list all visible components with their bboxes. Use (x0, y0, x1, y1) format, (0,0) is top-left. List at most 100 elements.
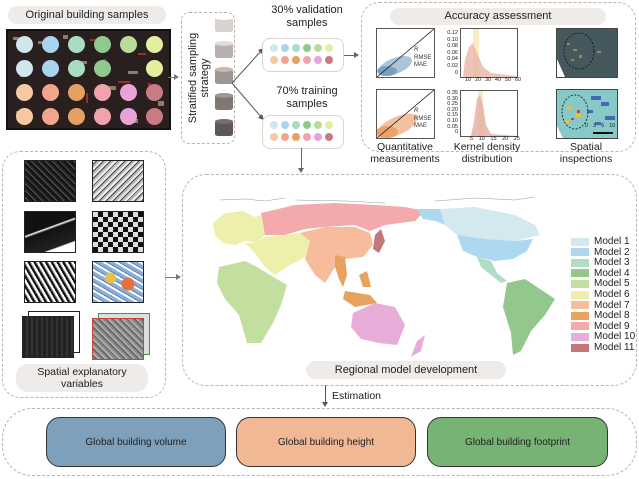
kde-plot-bottom (460, 90, 518, 137)
tick-label: 20 (502, 136, 509, 142)
sample-circle (68, 60, 85, 77)
tick-label: 15 (490, 136, 497, 142)
variable-tile (24, 261, 76, 303)
caption-kernel: Kernel density distribution (453, 141, 521, 166)
legend-item: Model 8 (571, 310, 630, 321)
arrowhead (176, 274, 181, 280)
sampling-strategy-label: Stratified sampling strategy (187, 32, 212, 124)
accuracy-title: Accuracy assessment (390, 8, 606, 25)
legend-item: Model 1 (571, 236, 630, 247)
arrowhead (298, 168, 304, 173)
kde-curves (463, 29, 517, 77)
metric-r: R (414, 108, 419, 114)
legend-item: Model 3 (571, 257, 630, 268)
arrowhead (174, 74, 179, 80)
sample-circle (16, 108, 33, 125)
stratum-cylinder (215, 69, 233, 84)
sample-dot (303, 56, 311, 64)
stratum-cylinder (215, 43, 233, 58)
kde-curves (471, 91, 517, 136)
spatial-heatmap (557, 90, 617, 138)
output-label: Global building height (277, 436, 375, 448)
arrow-estimation (325, 385, 326, 403)
region-south-america (503, 279, 555, 355)
scatter-points (377, 29, 434, 77)
arrowhead (354, 52, 359, 58)
legend-swatch (571, 343, 589, 352)
tick-label: 6 (601, 123, 605, 129)
sample-dot (270, 133, 278, 141)
sample-dot (281, 121, 289, 129)
region-europe (213, 211, 265, 245)
tick-label: 40 (494, 77, 502, 83)
legend-item: Model 9 (571, 321, 630, 332)
region-alaska (417, 209, 445, 225)
region-middle-east (245, 233, 310, 275)
legend-swatch (571, 269, 589, 278)
arrowhead (322, 402, 328, 407)
tick-label: 30 (484, 77, 492, 83)
metric-rmse: RMSE (414, 54, 432, 61)
legend-swatch (571, 237, 589, 246)
scatter-points (377, 90, 434, 138)
tick-label: 0.12 (447, 30, 458, 36)
legend-item: Model 7 (571, 300, 630, 311)
tick-label: 20 (474, 77, 482, 83)
sample-dot (303, 133, 311, 141)
tick-label: 10 (478, 136, 485, 142)
legend-label: Model 8 (594, 310, 630, 322)
legend-item: Model 2 (571, 247, 630, 258)
sample-dot (270, 44, 278, 52)
region-japan (373, 229, 385, 253)
sample-circle (94, 36, 111, 53)
output-building-volume: Global building volume (46, 417, 226, 467)
legend-swatch (571, 322, 589, 331)
sample-dot (314, 56, 322, 64)
sample-circle (146, 36, 163, 53)
kde-plot-top (460, 28, 518, 78)
sample-dot (292, 44, 300, 52)
output-label: Global building volume (85, 436, 187, 448)
spatial-heatmap (557, 29, 617, 77)
region-russia (261, 203, 425, 235)
legend-swatch (571, 279, 589, 288)
legend-swatch (571, 248, 589, 257)
tick-label: 0.06 (447, 49, 458, 56)
output-building-footprint: Global building footprint (427, 417, 608, 467)
legend-label: Model 1 (594, 236, 630, 247)
stratum-cylinder (215, 95, 233, 110)
scatter-plot-volume: R RMSE MAE (376, 89, 435, 139)
region-central-america (477, 257, 507, 283)
sample-dot (325, 44, 333, 52)
tick-label: 60 (514, 77, 521, 83)
sample-dot (325, 56, 333, 64)
legend-label: Model 6 (594, 289, 630, 300)
tick-label: 5 (470, 136, 474, 142)
regional-title: Regional model development (306, 361, 506, 379)
tick-label: 3 (593, 123, 596, 129)
legend-item: Model 11 (571, 342, 634, 353)
sample-circle (68, 108, 85, 125)
sample-circle (42, 108, 59, 125)
metric-r: R (414, 47, 419, 53)
legend-label: Model 11 (594, 342, 635, 353)
sample-circle (94, 108, 111, 125)
sample-dot (292, 56, 300, 64)
sample-circle (146, 108, 163, 125)
tick-label: 0 (585, 123, 588, 129)
region-china-south-asia (300, 227, 373, 283)
tick-label: 0 (454, 69, 458, 76)
explanatory-title: Spatial explanatory variables (16, 364, 148, 392)
sample-circle (16, 36, 33, 53)
caption-quantitative: Quantitative measurements (370, 141, 440, 166)
estimation-label: Estimation (332, 390, 382, 402)
metric-mae: MAE (414, 123, 428, 129)
legend-swatch (571, 332, 589, 341)
region-africa (217, 261, 287, 343)
legend-swatch (571, 301, 589, 310)
legend-swatch (571, 311, 589, 320)
arrow-to-regional (301, 148, 302, 170)
legend-label: Model 5 (594, 278, 630, 290)
